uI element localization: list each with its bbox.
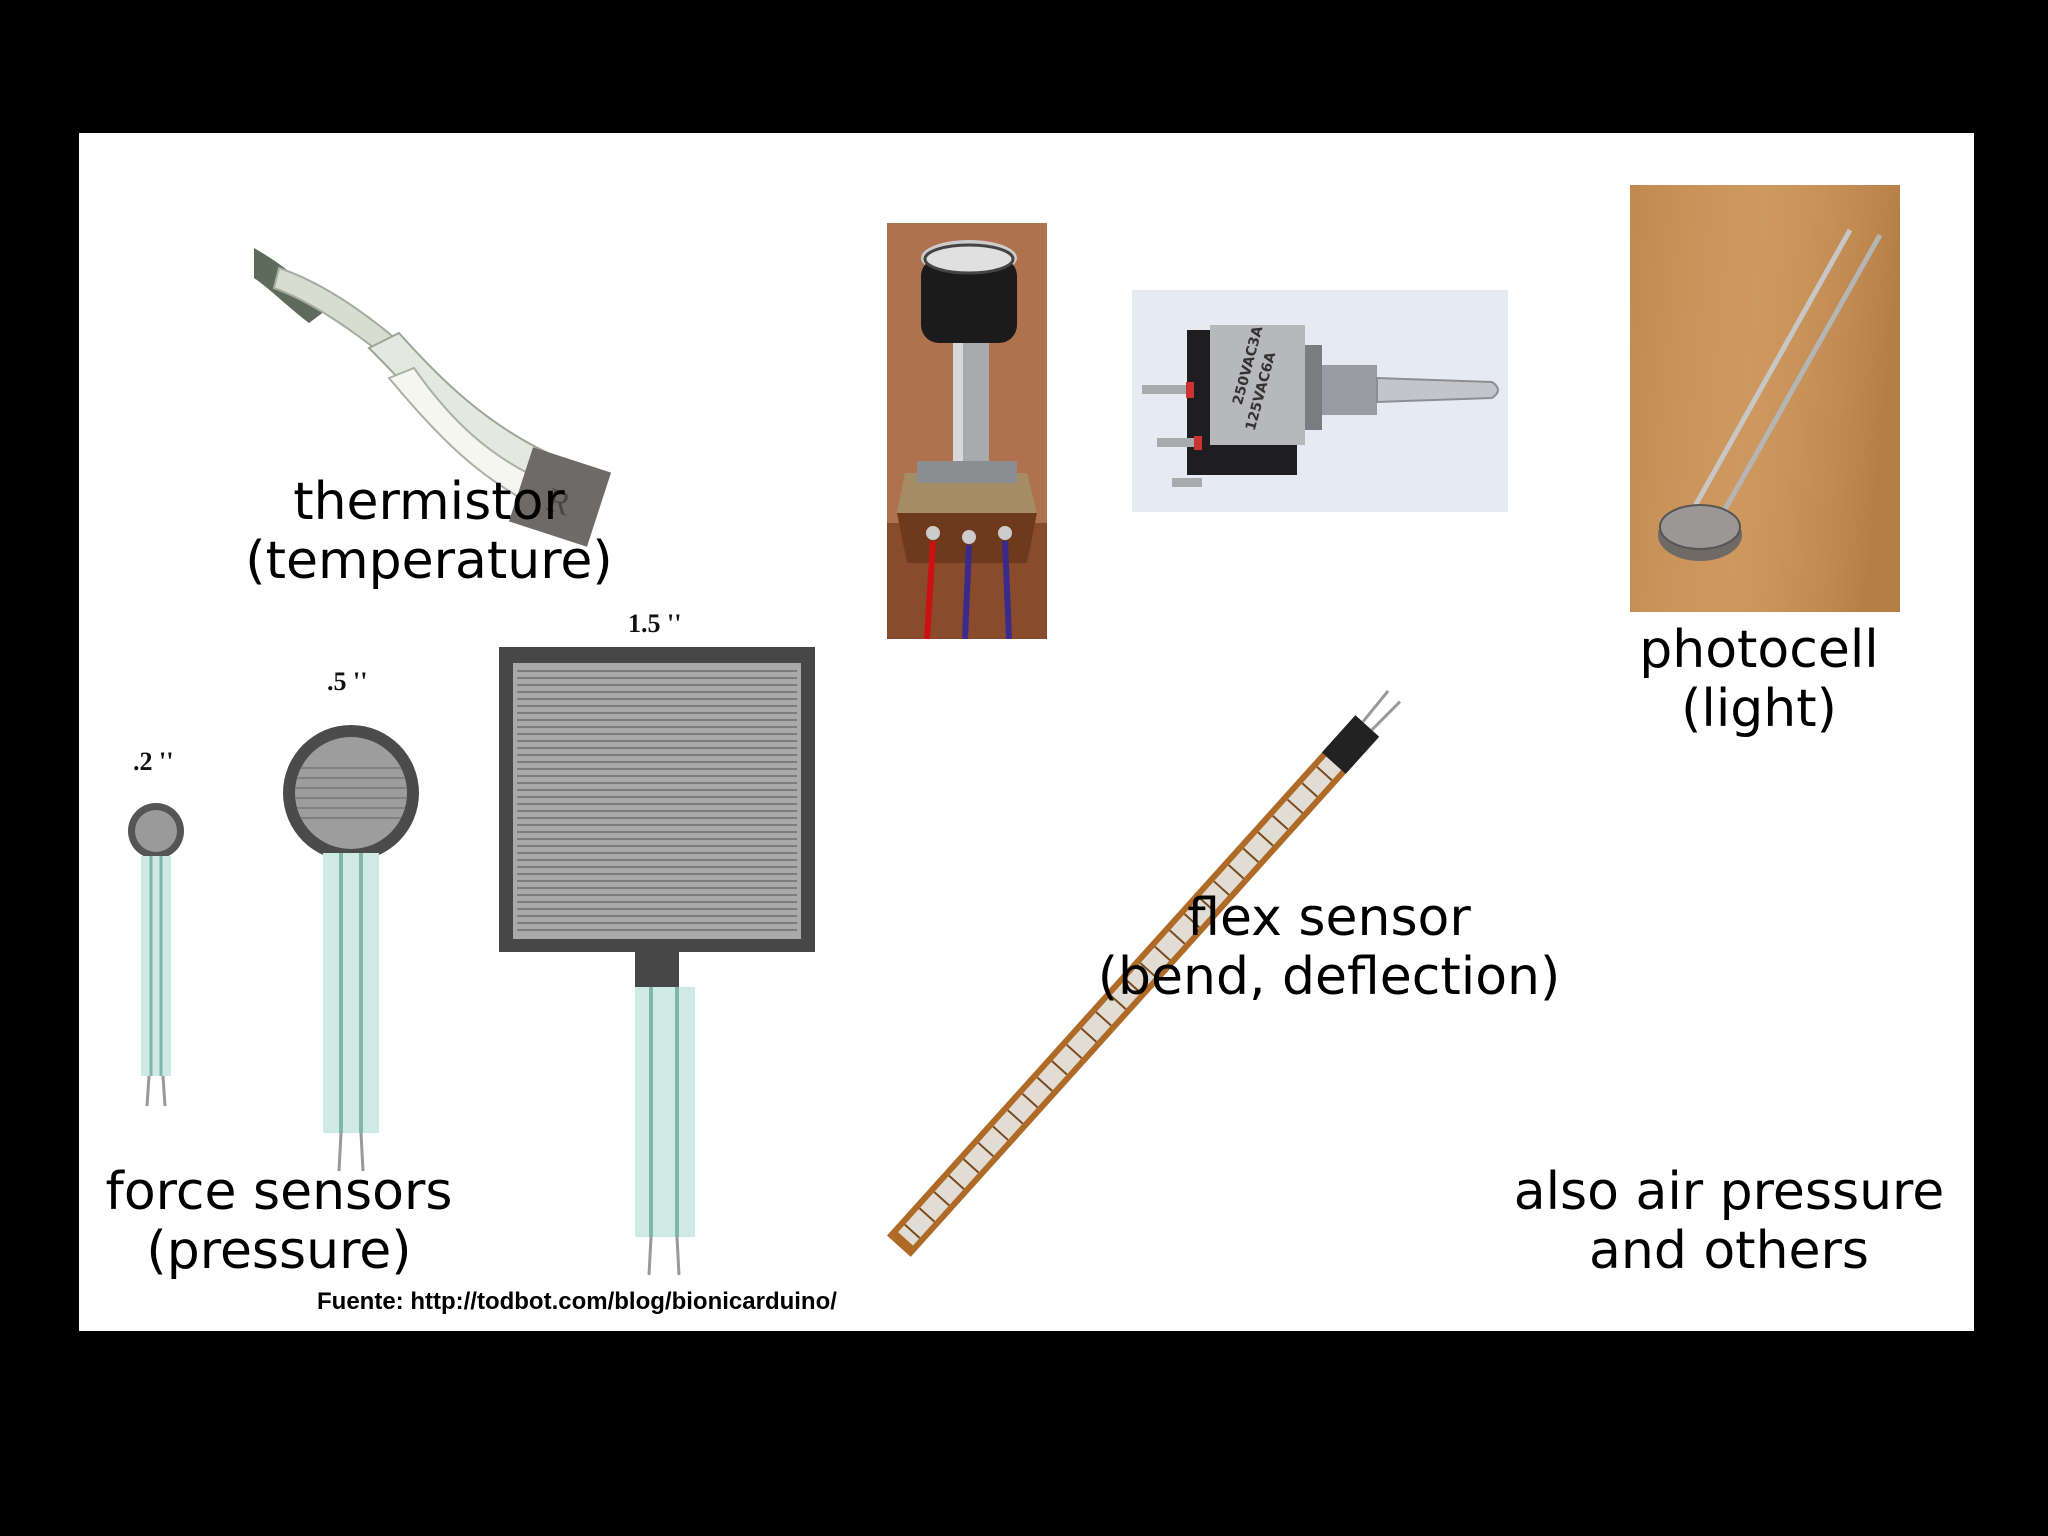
size-label-medium: .5 '': [327, 667, 368, 696]
source-caption: Fuente: http://todbot.com/blog/bionicard…: [317, 1288, 837, 1315]
flex-sensor-label: flex sensor (bend, deflection): [1089, 889, 1569, 1007]
force-sensor-small-image: [128, 803, 184, 1107]
thermistor-label-line2: (temperature): [245, 530, 613, 591]
thermistor-label: thermistor (temperature): [229, 473, 629, 591]
also-label-line2: and others: [1589, 1220, 1869, 1281]
photocell-label-line2: (light): [1681, 678, 1837, 739]
thermistor-label-line1: thermistor: [293, 472, 565, 532]
photocell-label-line1: photocell: [1639, 620, 1879, 680]
force-sensors-label-line1: force sensors: [105, 1162, 453, 1222]
size-label-small: .2 '': [133, 747, 174, 776]
force-sensors-label: force sensors (pressure): [89, 1163, 469, 1281]
flex-sensor-label-line2: (bend, deflection): [1097, 946, 1561, 1007]
slide: R 250VAC3A 125VAC6A: [79, 133, 1974, 1331]
also-label: also air pressure and others: [1499, 1163, 1959, 1281]
photocell-label: photocell (light): [1609, 621, 1909, 739]
force-sensor-medium-image: [283, 725, 419, 1172]
also-label-line1: also air pressure: [1513, 1162, 1945, 1222]
potentiometer-image: [887, 223, 1047, 639]
flex-sensor-label-line1: flex sensor: [1187, 888, 1471, 948]
force-sensor-large-image: [499, 647, 815, 1276]
flex-sensor-image: [886, 689, 1402, 1257]
toggle-switch-image: 250VAC3A 125VAC6A: [1132, 290, 1508, 512]
size-label-large: 1.5 '': [628, 609, 682, 638]
thermistor-image: R: [254, 248, 612, 547]
force-sensors-label-line2: (pressure): [146, 1220, 412, 1281]
photocell-image: [1630, 185, 1900, 612]
